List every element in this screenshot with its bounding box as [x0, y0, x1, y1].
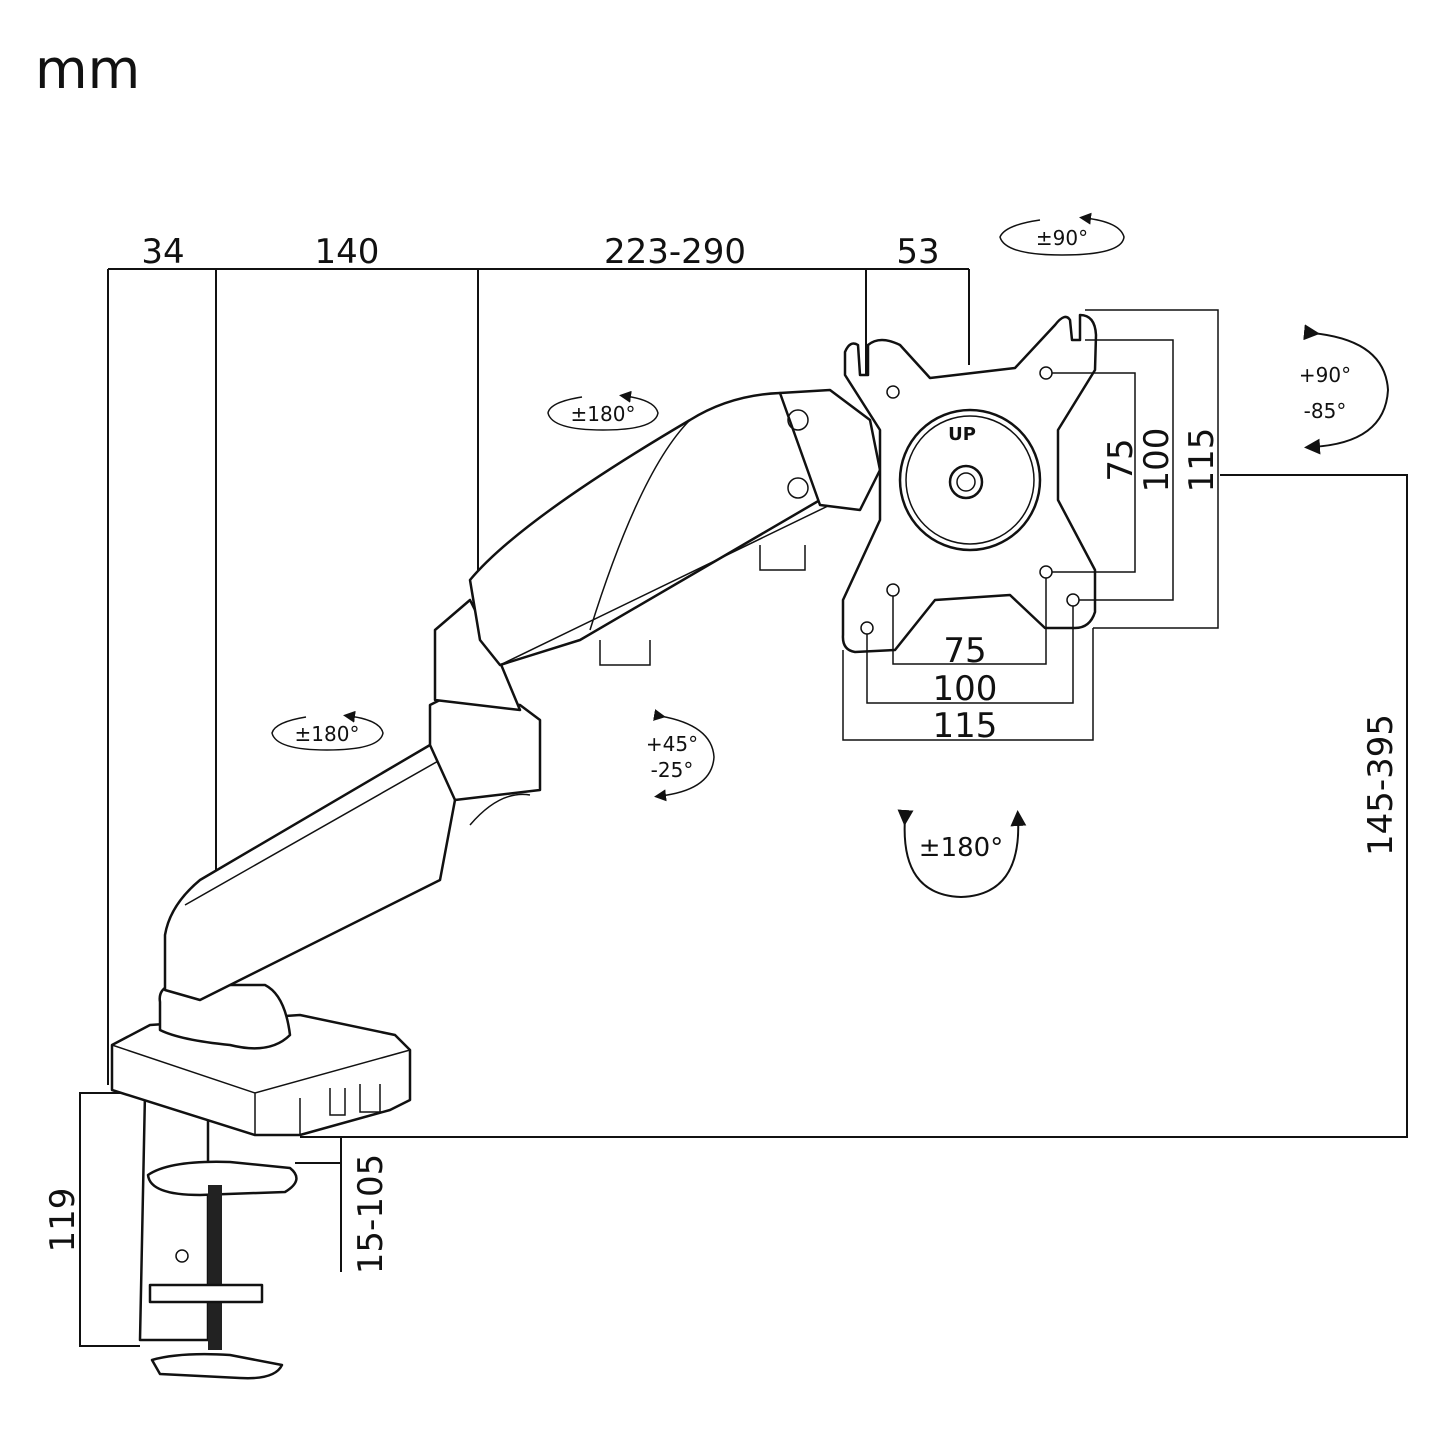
dim-53: 53 — [896, 232, 939, 272]
vesa-v-75: 75 — [1101, 438, 1141, 481]
dim-34: 34 — [141, 232, 184, 272]
tilt-up-label: +90° — [1299, 363, 1351, 387]
up-label: UP — [948, 424, 976, 445]
dim-desk-thickness: 15-105 — [351, 1154, 391, 1274]
arm-tilt-up-label: +45° — [646, 732, 698, 756]
vesa-h-75: 75 — [943, 631, 986, 671]
dim-140: 140 — [315, 232, 380, 272]
unit-label: mm — [35, 38, 140, 101]
swivel-plate-label: ±90° — [1036, 226, 1088, 250]
lower-arm-swivel-indicator: ±180° — [271, 710, 384, 751]
tilt-indicator: +90° -85° — [1299, 324, 1390, 455]
dim-223-290: 223-290 — [604, 232, 746, 272]
vesa-plate: UP — [841, 313, 1098, 654]
upper-arm-swivel-label: ±180° — [571, 402, 636, 426]
base-clamp — [110, 1013, 412, 1380]
tilt-down-label: -85° — [1304, 399, 1347, 423]
rotation-indicator: ±180° — [897, 809, 1027, 899]
clamp-dimension-lines — [79, 1092, 342, 1347]
vesa-v-115: 115 — [1182, 428, 1222, 493]
upper-arm-swivel-indicator: ±180° — [547, 390, 659, 431]
swivel-plate-indicator: ±90° — [999, 212, 1125, 256]
dim-clamp-height: 119 — [43, 1188, 83, 1253]
height-dimension-lines — [300, 474, 1408, 1138]
lower-arm — [158, 698, 542, 1050]
vesa-v-100: 100 — [1137, 428, 1177, 493]
dim-height-range: 145-395 — [1361, 714, 1401, 856]
lower-arm-swivel-label: ±180° — [295, 722, 360, 746]
rotation-label: ±180° — [919, 833, 1003, 863]
top-dimension-lines — [107, 268, 970, 1085]
upper-arm — [433, 388, 882, 712]
arm-tilt-down-label: -25° — [651, 758, 694, 782]
vesa-h-115: 115 — [933, 706, 998, 746]
vesa-dimension-lines — [842, 309, 1219, 741]
arm-tilt-indicator: +45° -25° — [646, 709, 715, 802]
vesa-h-100: 100 — [933, 669, 998, 709]
